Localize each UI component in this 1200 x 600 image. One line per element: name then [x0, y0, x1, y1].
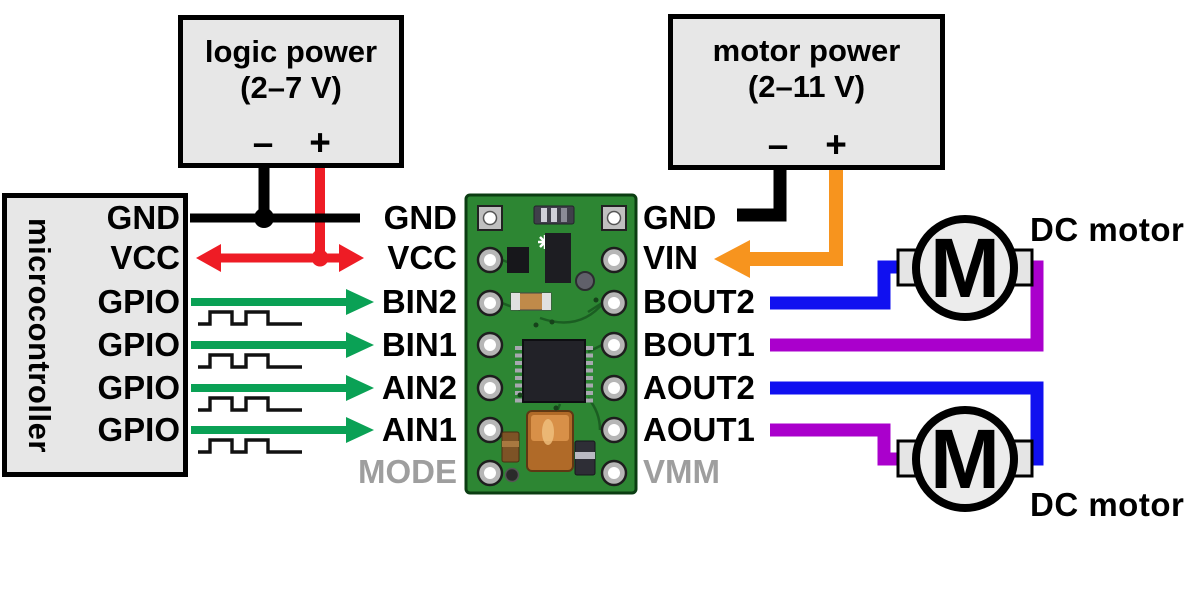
pcb-holes: [476, 246, 628, 487]
gpio-arrow-icon: [346, 375, 374, 401]
board-pin-aout1: AOUT1: [643, 411, 755, 448]
resistor-band: [561, 208, 567, 222]
board-pin-bin2: BIN2: [381, 283, 457, 320]
small-component-band: [575, 452, 595, 459]
driver-ic-chip: [522, 339, 586, 403]
logic-power-supply-box: logic power (2–7 V) – +: [178, 15, 404, 168]
mcu-pin-gpio: GPIO: [97, 326, 180, 363]
capacitor-glare: [542, 419, 554, 445]
via-pad: [575, 271, 595, 291]
logic-power-plus-terminal: +: [309, 122, 331, 163]
driver-board-pcb: [464, 193, 638, 495]
mcu-pin-gnd: GND: [106, 199, 180, 236]
board-pin-gnd-right: GND: [643, 199, 717, 236]
aout1-wire: [770, 423, 901, 466]
vcc-arrow-right-icon: [339, 244, 364, 272]
board-pin-gnd-left: GND: [383, 199, 457, 236]
board-pin-mode: MODE: [358, 453, 457, 490]
board-pin-vcc: VCC: [387, 239, 457, 276]
pwm-waveforms: [198, 310, 302, 454]
board-pin-vin: VIN: [643, 239, 699, 276]
gpio-arrow-icon: [346, 289, 374, 315]
ic-pins: [515, 346, 593, 403]
transistor-component: [545, 233, 571, 283]
mcu-pin-gpio: GPIO: [97, 411, 180, 448]
motor-power-gnd-wire: [737, 166, 787, 222]
logic-power-minus-terminal: –: [252, 122, 274, 163]
vcc-arrow-left-icon: [196, 244, 221, 272]
pcb-vias: [517, 297, 599, 411]
pcb-hole: [606, 210, 622, 226]
microcontroller-box: [2, 193, 188, 477]
motor2-symbol: M: [930, 412, 1000, 506]
motor2-body: [912, 406, 1018, 512]
vin-supply-wire: [748, 166, 843, 266]
resistor-band: [541, 208, 547, 222]
logic-power-title: logic power: [204, 34, 378, 69]
pwm-signal-icon: [198, 353, 302, 369]
motor2-label: DC motor: [1030, 486, 1185, 523]
gpio-arrow-icon: [346, 332, 374, 358]
vin-arrow-icon: [714, 240, 750, 278]
board-pin-ain1: AIN1: [381, 411, 457, 448]
board-pin-bout2: BOUT2: [643, 283, 755, 320]
motor1-body: [912, 215, 1018, 321]
motor-power-range: (2–11 V): [747, 69, 866, 104]
chip-resistor-cap: [511, 293, 520, 310]
small-component-band: [502, 441, 519, 447]
gnd-junction-dot: [254, 208, 274, 228]
pwm-signal-icon: [198, 438, 302, 454]
motor-power-supply-box: motor power (2–11 V) – +: [668, 14, 945, 170]
bout2-wire: [770, 260, 901, 310]
motor-power-minus-terminal: –: [767, 124, 789, 165]
board-pin-vmm: VMM: [643, 453, 720, 490]
motor1-label: DC motor: [1030, 211, 1185, 248]
gpio-arrow-icon: [346, 417, 374, 443]
vcc-junction-dot: [311, 249, 329, 267]
pcb-mounting-hole: [504, 467, 520, 483]
board-pin-aout2: AOUT2: [643, 369, 755, 406]
pwm-signal-icon: [198, 310, 302, 326]
board-pin-bin1: BIN1: [381, 326, 457, 363]
logic-power-range: (2–7 V): [240, 70, 342, 105]
mcu-pin-gpio: GPIO: [97, 369, 180, 406]
pwm-signal-icon: [198, 396, 302, 412]
motor-power-plus-terminal: +: [825, 124, 847, 165]
microcontroller-label: microcontroller: [22, 217, 57, 453]
chip-resistor-cap: [542, 293, 551, 310]
gpio-arrows: [191, 289, 374, 443]
motor1-symbol: M: [930, 221, 1000, 315]
transistor-component: [507, 247, 529, 273]
mcu-pin-gpio: GPIO: [97, 283, 180, 320]
board-pin-ain2: AIN2: [381, 369, 457, 406]
motor-power-title: motor power: [712, 33, 901, 68]
resistor-band: [551, 208, 557, 222]
pcb-pad: [601, 205, 627, 231]
board-pin-bout1: BOUT1: [643, 326, 755, 363]
pcb-hole: [482, 210, 498, 226]
mcu-pin-vcc: VCC: [110, 239, 180, 276]
